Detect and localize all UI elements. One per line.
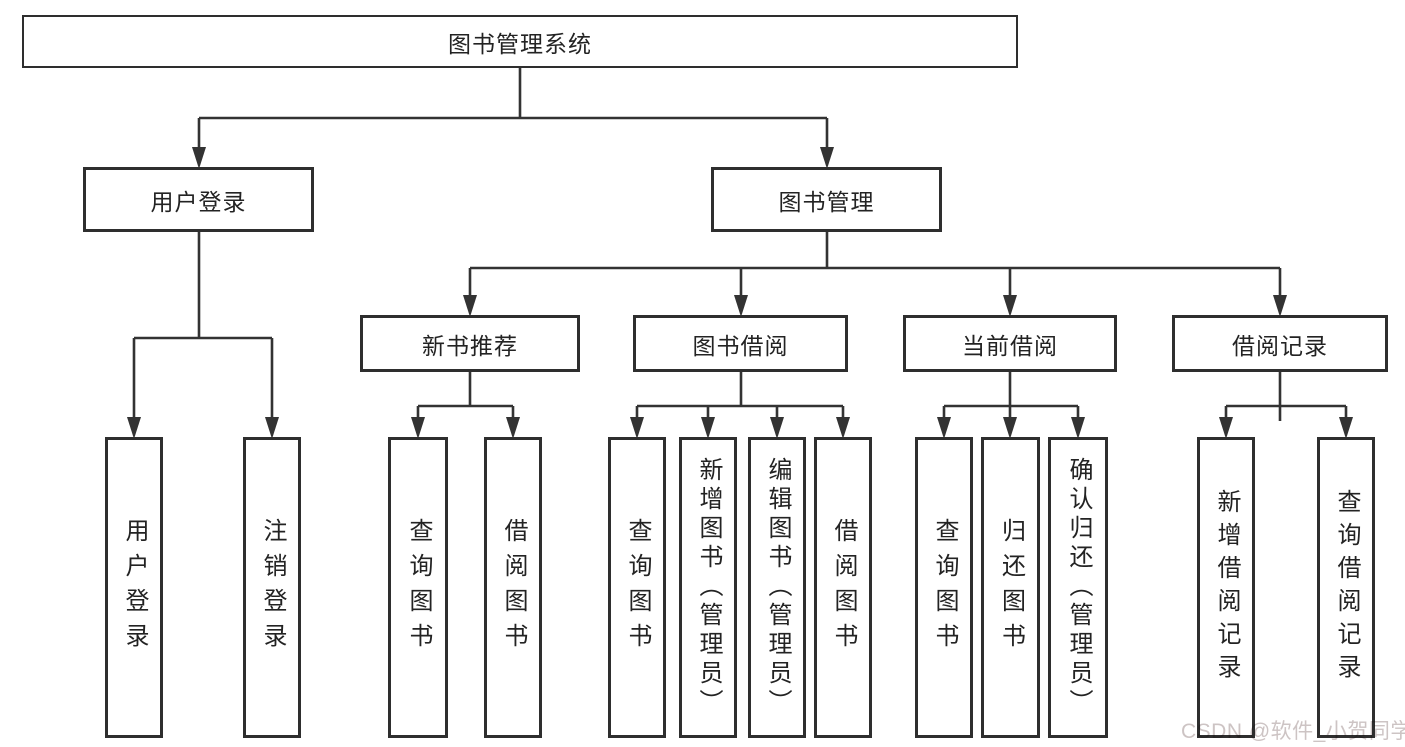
node-leaf-return-books: 归还图书	[981, 437, 1040, 738]
arrowhead	[630, 417, 644, 439]
node-current-borrow: 当前借阅	[903, 315, 1117, 372]
connector-borrow-records-branch	[1224, 372, 1348, 421]
arrowhead	[937, 417, 951, 439]
arrowhead	[1339, 417, 1353, 439]
node-user-login: 用户登录	[83, 167, 314, 232]
node-leaf-query-books-2: 查询图书	[608, 437, 666, 738]
arrowhead	[192, 147, 206, 169]
arrowhead	[127, 417, 141, 439]
node-label: 新增借阅记录	[1213, 488, 1240, 687]
connector-user-login-branch	[132, 232, 274, 421]
arrowhead	[820, 147, 834, 169]
node-label: 借阅图书	[830, 517, 857, 658]
arrowhead	[836, 417, 850, 439]
node-label: 查询借阅记录	[1333, 488, 1360, 687]
connector-root-to-level2	[197, 68, 829, 151]
node-leaf-borrow-books-2: 借阅图书	[814, 437, 872, 738]
connector-book-mgmt-branch	[468, 232, 1282, 299]
node-label: 图书借阅	[692, 332, 789, 359]
arrowhead	[1219, 417, 1233, 439]
arrowhead	[1003, 295, 1017, 317]
node-label: 新增图书（管理员）	[695, 457, 722, 718]
node-leaf-add-borrow-record: 新增借阅记录	[1197, 437, 1255, 738]
node-label: 借阅图书	[500, 517, 527, 658]
node-label: 用户登录	[121, 517, 148, 658]
node-label: 查询图书	[624, 517, 651, 658]
node-leaf-query-books-3: 查询图书	[915, 437, 973, 738]
connector-current-borrow-branch	[942, 372, 1080, 421]
node-label: 图书管理	[778, 188, 875, 215]
node-label: 注销登录	[259, 517, 286, 658]
node-label: 新书推荐	[422, 332, 518, 359]
node-leaf-user-login: 用户登录	[105, 437, 163, 738]
arrowhead	[1071, 417, 1085, 439]
arrowhead	[1003, 417, 1017, 439]
connector-book-borrow-branch	[635, 372, 845, 421]
arrowhead	[265, 417, 279, 439]
node-leaf-confirm-return-admin: 确认归还（管理员）	[1048, 437, 1108, 738]
node-label: 确认归还（管理员）	[1065, 457, 1092, 718]
arrowhead	[701, 417, 715, 439]
node-borrow-records: 借阅记录	[1172, 315, 1388, 372]
csdn-watermark: CSDN @软件_小贺同学	[1181, 720, 1405, 743]
node-label: 查询图书	[405, 517, 432, 658]
node-leaf-logout: 注销登录	[243, 437, 301, 738]
node-leaf-edit-books-admin: 编辑图书（管理员）	[748, 437, 806, 738]
node-label: 归还图书	[997, 517, 1025, 658]
node-book-management: 图书管理	[711, 167, 942, 232]
node-label: 借阅记录	[1232, 332, 1328, 359]
connector-new-book-branch	[416, 372, 515, 421]
node-book-borrow: 图书借阅	[633, 315, 848, 372]
node-label: 用户登录	[150, 188, 247, 215]
node-root-label: 图书管理系统	[448, 30, 592, 57]
node-new-book-recommend: 新书推荐	[360, 315, 580, 372]
node-leaf-borrow-books-1: 借阅图书	[484, 437, 542, 738]
node-label: 当前借阅	[962, 332, 1058, 359]
node-leaf-query-books-1: 查询图书	[388, 437, 448, 738]
arrowhead	[1273, 295, 1287, 317]
arrowhead	[770, 417, 784, 439]
node-leaf-query-borrow-record: 查询借阅记录	[1317, 437, 1375, 738]
arrowhead	[734, 295, 748, 317]
arrowhead	[463, 295, 477, 317]
node-leaf-add-books-admin: 新增图书（管理员）	[679, 437, 737, 738]
node-label: 查询图书	[931, 517, 958, 658]
node-root: 图书管理系统	[22, 15, 1018, 68]
arrowhead	[506, 417, 520, 439]
arrowhead	[411, 417, 425, 439]
node-label: 编辑图书（管理员）	[764, 457, 791, 718]
